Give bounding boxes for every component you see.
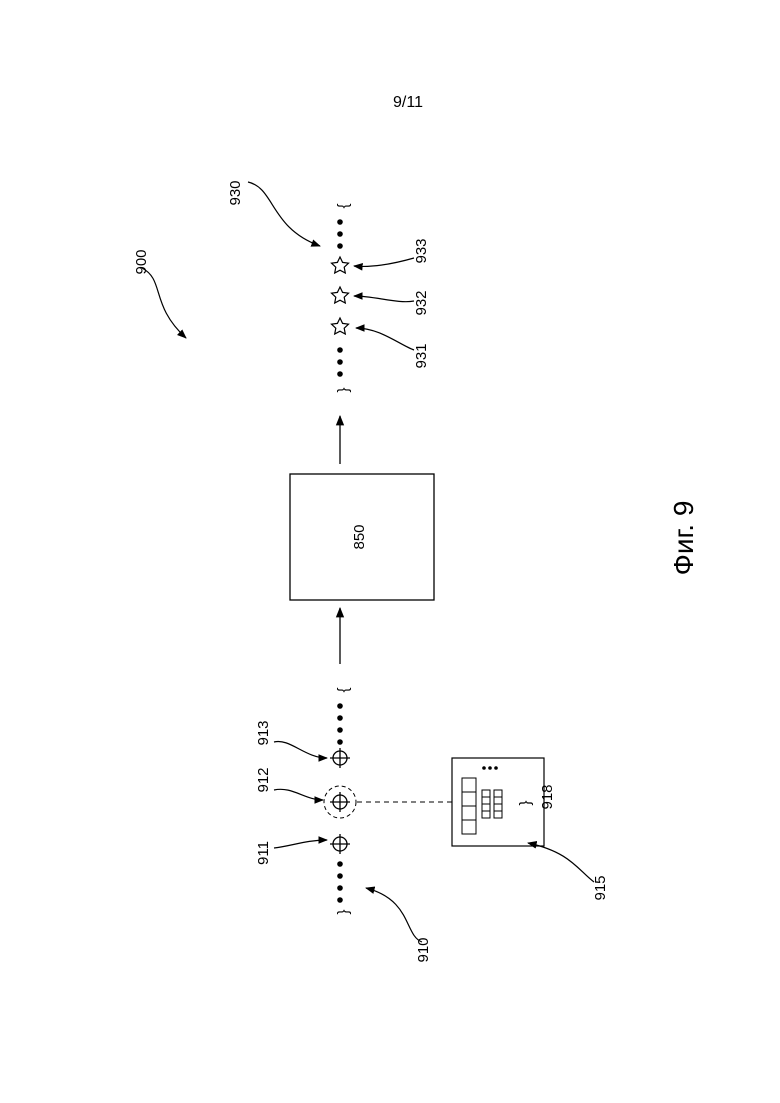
leader-912 [274, 789, 323, 800]
label-900: 900 [133, 249, 150, 274]
label-911: 911 [255, 841, 272, 865]
dots-bottom-output [337, 347, 343, 377]
dots-top-output [337, 219, 343, 249]
leader-931 [356, 328, 414, 350]
dots-top-input [337, 703, 343, 745]
label-933: 933 [413, 238, 430, 263]
input-sequence: } { [324, 687, 356, 914]
label-930: 930 [227, 180, 244, 205]
leader-915 [528, 843, 594, 882]
leader-900 [142, 268, 186, 338]
brace-right-output: { [336, 387, 353, 392]
output-sequence: } { [332, 203, 354, 392]
leader-930 [248, 182, 320, 246]
brace-918: } [517, 800, 534, 805]
brace-left-input: } [336, 687, 353, 692]
element-911 [330, 834, 350, 854]
label-918: 918 [539, 784, 556, 809]
leader-913 [274, 741, 327, 758]
label-931: 931 [413, 343, 430, 368]
brace-left-output: } [336, 203, 353, 208]
figure-caption: Фиг. 9 [668, 501, 699, 576]
leader-932 [354, 296, 414, 302]
brace-right-input: { [336, 909, 353, 914]
label-913: 913 [255, 720, 272, 745]
star-931 [332, 318, 349, 334]
leader-910 [366, 888, 422, 942]
dots-bottom-input [337, 861, 343, 903]
element-913 [330, 748, 350, 768]
star-932 [332, 287, 349, 303]
ellipsis-fields [482, 766, 498, 770]
label-915: 915 [592, 875, 609, 900]
leader-911 [274, 840, 327, 848]
element-912 [324, 786, 356, 818]
label-850: 850 [351, 524, 368, 549]
leader-933 [354, 258, 414, 266]
label-910: 910 [415, 937, 432, 962]
star-933 [332, 257, 349, 273]
label-932: 932 [413, 290, 430, 315]
label-912: 912 [255, 767, 272, 792]
